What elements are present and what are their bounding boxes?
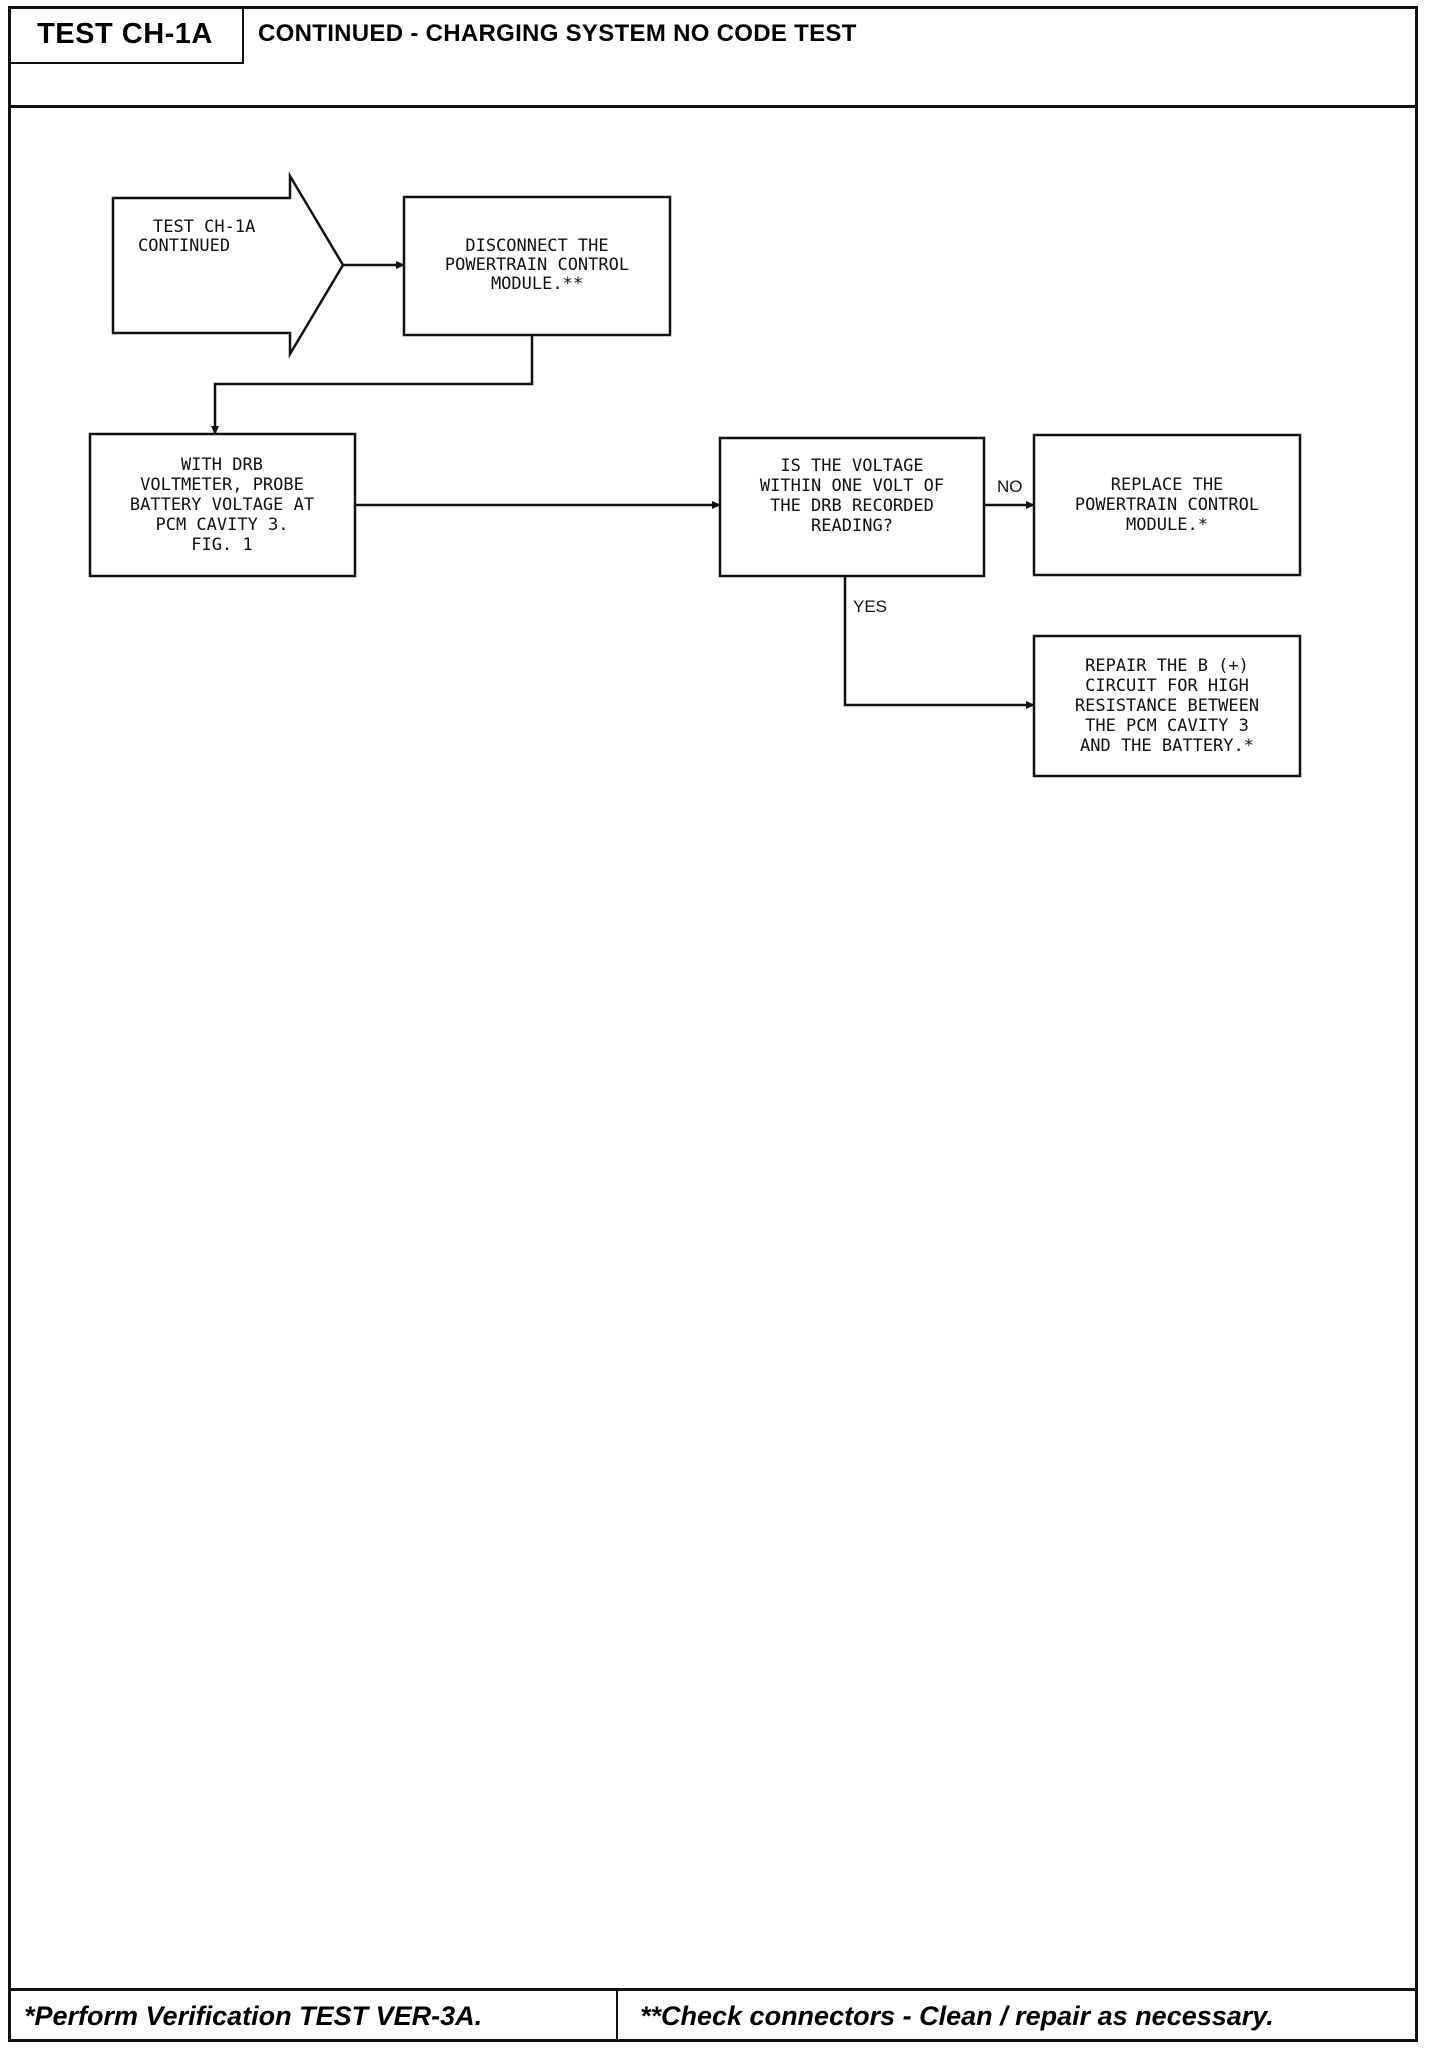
question-text-line-1: IS THE VOLTAGE bbox=[780, 456, 923, 476]
connector-disconnect-probe bbox=[211, 335, 534, 435]
probe-text-line-2: VOLTMETER, PROBE bbox=[140, 475, 304, 495]
connector-yes-repair bbox=[843, 576, 1035, 709]
disconnect-text-line-1: DISCONNECT THE bbox=[465, 236, 608, 256]
question-text-line-4: READING? bbox=[811, 516, 893, 536]
disconnect-text-line-2: POWERTRAIN CONTROL bbox=[445, 255, 629, 275]
voltage-question-box bbox=[718, 436, 986, 578]
header: TEST CH-1A CONTINUED - CHARGING SYSTEM N… bbox=[8, 6, 1418, 108]
repair-text-line-5: AND THE BATTERY.* bbox=[1080, 736, 1254, 756]
replace-text-line-2: POWERTRAIN CONTROL bbox=[1075, 495, 1259, 515]
footer-verification-note: *Perform Verification TEST VER-3A. bbox=[8, 1991, 618, 2042]
repair-text-line-4: THE PCM CAVITY 3 bbox=[1085, 716, 1249, 736]
yes-label: YES bbox=[853, 597, 887, 616]
question-text-line-3: THE DRB RECORDED bbox=[770, 496, 934, 516]
replace-text-line-1: REPLACE THE bbox=[1111, 475, 1224, 495]
replace-text-line-3: MODULE.* bbox=[1126, 515, 1208, 535]
repair-text-line-1: REPAIR THE B (+) bbox=[1085, 656, 1249, 676]
footer: *Perform Verification TEST VER-3A. **Che… bbox=[8, 1988, 1418, 2042]
start-text-line-1: TEST CH-1A bbox=[153, 217, 255, 237]
start-text-line-2: CONTINUED bbox=[138, 236, 230, 256]
repair-text-line-2: CIRCUIT FOR HIGH bbox=[1085, 676, 1249, 696]
disconnect-pcm-box bbox=[402, 195, 672, 337]
repair-circuit-box bbox=[1032, 634, 1302, 778]
disconnect-text-line-3: MODULE.** bbox=[491, 274, 583, 294]
probe-text-line-5: FIG. 1 bbox=[191, 535, 252, 555]
page-title: CONTINUED - CHARGING SYSTEM NO CODE TEST bbox=[258, 20, 857, 47]
probe-text-line-4: PCM CAVITY 3. bbox=[155, 515, 288, 535]
probe-text-line-3: BATTERY VOLTAGE AT bbox=[130, 495, 314, 515]
repair-text-line-3: RESISTANCE BETWEEN bbox=[1075, 696, 1259, 716]
probe-text-line-1: WITH DRB bbox=[181, 455, 263, 475]
test-id: TEST CH-1A bbox=[8, 6, 244, 64]
question-text-line-2: WITHIN ONE VOLT OF bbox=[760, 476, 944, 496]
replace-pcm-box bbox=[1032, 433, 1302, 577]
start-arrow-shape bbox=[111, 171, 345, 359]
page-frame bbox=[8, 6, 1418, 2042]
probe-battery-voltage-box bbox=[88, 432, 357, 578]
no-label: NO bbox=[997, 477, 1023, 496]
footer-connectors-note: **Check connectors - Clean / repair as n… bbox=[640, 2001, 1274, 2031]
